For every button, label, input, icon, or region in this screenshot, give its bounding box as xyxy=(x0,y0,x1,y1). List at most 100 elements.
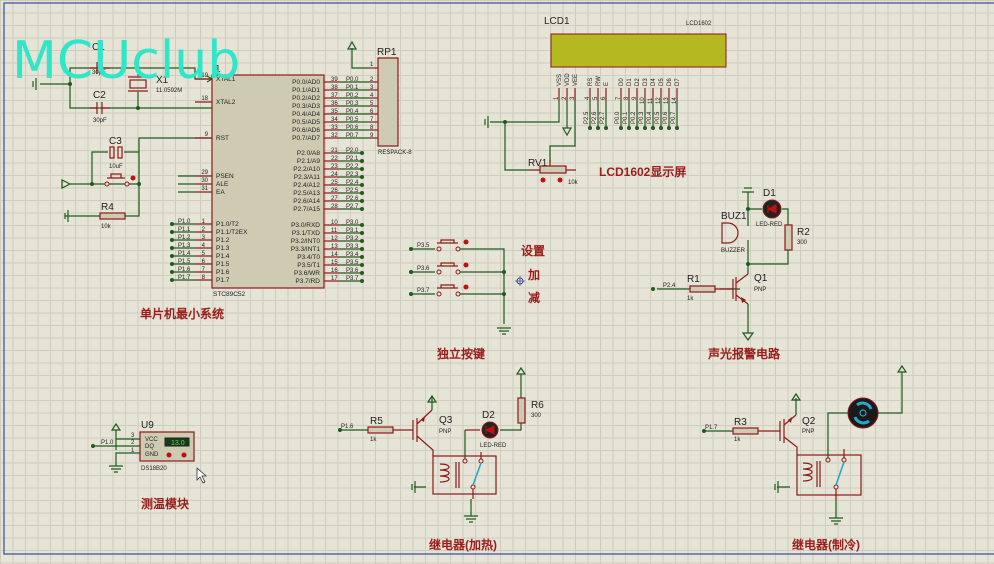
resistor-r1[interactable]: R1 1k P2.4 xyxy=(663,274,716,302)
c3-value: 10uF xyxy=(109,164,123,170)
net-terminal[interactable] xyxy=(360,223,364,227)
net-terminal[interactable] xyxy=(627,126,631,130)
net-terminal[interactable] xyxy=(588,126,592,130)
net-terminal[interactable] xyxy=(651,126,655,130)
net-terminal[interactable] xyxy=(170,230,174,234)
mcu-pin-name: EA xyxy=(216,189,225,196)
net-terminal[interactable] xyxy=(360,247,364,251)
net-terminal[interactable] xyxy=(170,254,174,258)
lcd-net-label: P0.5 xyxy=(655,111,661,124)
net-terminal[interactable] xyxy=(360,255,364,259)
resistor-pack-rp1[interactable]: 1 RP1 RESPACK-8 xyxy=(346,40,412,156)
net-terminal[interactable] xyxy=(360,239,364,243)
net-terminal[interactable] xyxy=(675,126,679,130)
capacitor-c1[interactable]: C1 30pF xyxy=(90,42,110,76)
motor-fan-icon[interactable] xyxy=(847,397,879,429)
transistor-q3[interactable]: Q3 PNP xyxy=(412,409,453,456)
ground-icon xyxy=(484,116,489,128)
net-terminal[interactable] xyxy=(360,151,364,155)
resistor-r6[interactable]: R6 300 xyxy=(517,397,544,424)
net-terminal[interactable] xyxy=(360,199,364,203)
x1-ref: X1 xyxy=(156,75,169,86)
net-terminal[interactable] xyxy=(643,126,647,130)
net-terminal[interactable] xyxy=(170,238,174,242)
lcd-ref: LCD1 xyxy=(544,16,570,27)
net-terminal[interactable] xyxy=(360,279,364,283)
mcu-pin-name: P3.4/T0 xyxy=(297,254,320,261)
reset-button[interactable] xyxy=(104,173,136,187)
net-terminal[interactable] xyxy=(170,270,174,274)
resistor-r3[interactable]: R3 1k xyxy=(732,417,780,443)
mcu-pin-name: P3.6/WR xyxy=(294,270,320,277)
temp-up-button[interactable] xyxy=(181,452,187,458)
net-terminal[interactable] xyxy=(659,126,663,130)
net-terminal[interactable] xyxy=(170,246,174,250)
net-terminal[interactable] xyxy=(170,222,174,226)
r1-value: 1k xyxy=(687,296,694,302)
relay-heat[interactable] xyxy=(432,452,497,499)
lcd-pin-num: 8 xyxy=(624,96,630,100)
net-terminal[interactable] xyxy=(360,167,364,171)
net-terminal[interactable] xyxy=(360,263,364,267)
lcd-pin-name: D1 xyxy=(627,78,633,86)
potentiometer-rv1[interactable]: RV1 10k xyxy=(528,158,579,186)
transistor-q1[interactable]: Q1 PNP xyxy=(715,273,768,305)
mcu-net-label: P3.1 xyxy=(346,228,359,234)
mcu-net-label: P2.2 xyxy=(346,164,359,170)
mcu-pin-num: 32 xyxy=(331,133,338,139)
capacitor-c2[interactable]: C2 30pF xyxy=(90,90,110,124)
r6-ref: R6 xyxy=(531,400,544,411)
net-terminal[interactable] xyxy=(619,126,623,130)
net-terminal[interactable] xyxy=(360,175,364,179)
mcu-net-label: P0.4 xyxy=(346,109,359,115)
net-terminal[interactable] xyxy=(360,183,364,187)
net-terminal[interactable] xyxy=(360,207,364,211)
u9-pin-num: 1 xyxy=(131,448,135,454)
net-terminal[interactable] xyxy=(360,159,364,163)
resistor-r2[interactable]: R2 300 xyxy=(784,224,810,251)
net-terminal[interactable] xyxy=(360,231,364,235)
temperature-section: P1.0 3 2 1 VCC DQ GND 13.0 U9 DS18B20 测温… xyxy=(91,420,208,511)
net-terminal[interactable] xyxy=(360,271,364,275)
key-net-label: P3.6 xyxy=(417,266,430,272)
rv1-value: 10k xyxy=(568,180,579,186)
crystal-x1[interactable]: X1 11.0592M xyxy=(128,75,182,94)
led-d1[interactable]: D1 LED-RED xyxy=(756,188,783,228)
mcu-pin-num: 35 xyxy=(331,109,338,115)
mcu-net-label: P1.1 xyxy=(178,227,191,233)
resistor-r4[interactable]: R4 10k xyxy=(99,202,126,230)
q3-ref: Q3 xyxy=(439,415,453,426)
key-button[interactable]: P3.6 xyxy=(409,262,469,275)
capacitor-c3[interactable]: C3 10uF xyxy=(109,136,123,170)
lcd-pin-name: RW xyxy=(596,76,602,86)
mcu-pin-num: 36 xyxy=(331,101,338,107)
net-terminal[interactable] xyxy=(635,126,639,130)
mcu-net-label: P2.3 xyxy=(346,172,359,178)
temp-down-button[interactable] xyxy=(166,452,172,458)
key-button[interactable]: P3.5 xyxy=(409,239,469,252)
key-button[interactable]: P3.7 xyxy=(409,284,469,297)
buzzer-buz1[interactable]: BUZ1 BUZZER xyxy=(721,211,747,254)
led-d2[interactable]: D2 LED-RED xyxy=(465,410,507,449)
mcu-pin-num: 15 xyxy=(331,260,338,266)
lcd-net-label: P0.4 xyxy=(647,111,653,124)
resistor-r5[interactable]: R5 1k xyxy=(367,416,413,443)
rp1-pin-num: 4 xyxy=(370,93,374,99)
net-terminal[interactable] xyxy=(170,278,174,282)
relay-cool[interactable] xyxy=(796,449,862,500)
net-terminal[interactable] xyxy=(360,191,364,195)
mcu-net-label: P2.6 xyxy=(346,196,359,202)
net-terminal[interactable] xyxy=(170,262,174,266)
ground-icon xyxy=(774,481,779,493)
net-terminal[interactable] xyxy=(604,126,608,130)
sensor-ds18b20[interactable]: 3 2 1 VCC DQ GND 13.0 U9 DS18B20 xyxy=(131,420,195,472)
net-terminal[interactable] xyxy=(667,126,671,130)
net-terminal[interactable] xyxy=(596,126,600,130)
transistor-q2[interactable]: Q2 PNP xyxy=(779,414,816,455)
lcd-screen[interactable] xyxy=(550,33,727,68)
section-label-mcu: 单片机最小系统 xyxy=(140,306,224,321)
u9-ref: U9 xyxy=(141,420,154,431)
mcu-pin-name: RST xyxy=(216,135,229,142)
